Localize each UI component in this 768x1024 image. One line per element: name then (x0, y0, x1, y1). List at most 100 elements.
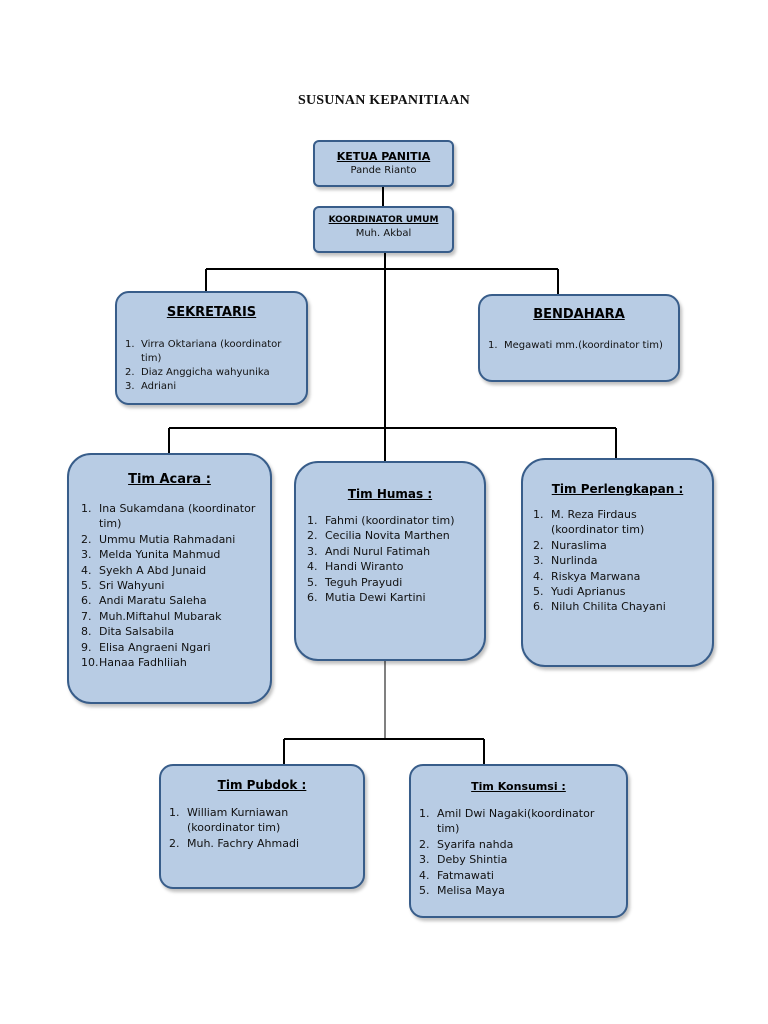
member-name: Fahmi (koordinator tim) (325, 514, 455, 527)
member-name: Ummu Mutia Rahmadani (99, 532, 236, 546)
tim-konsumsi-box: Tim Konsumsi : 1. Amil Dwi Nagaki(koordin… (409, 764, 628, 918)
member-number: 1. (488, 340, 498, 351)
member-name: Adriani (141, 381, 177, 392)
member-item: 6.Andi Maratu Saleha (81, 593, 264, 608)
member-item: 8. Dita Salsabila (81, 624, 264, 639)
tim-humas-heading: Tim Humas : (347, 487, 433, 501)
member-name: Sri Wahyuni (99, 579, 165, 593)
ketua-panitia-heading: KETUA PANITIA (336, 150, 431, 163)
member-item: 2.Syarifa nahda (419, 837, 620, 852)
member-item: 4. Riskya Marwana (533, 569, 706, 584)
tim-pubdok-heading: Tim Pubdok : (217, 778, 307, 792)
member-item: 7. Muh.Miftahul Mubarak (81, 609, 264, 624)
member-name: Muh. Fachry Ahmadi (187, 836, 300, 850)
sekretaris-heading: SEKRETARIS (166, 305, 257, 320)
member-number: 9. (81, 640, 92, 654)
member-item: 6.Niluh Chilita Chayani (533, 599, 706, 614)
member-name: Andi Nurul Fatimah (325, 544, 431, 558)
member-name: Melisa Maya (437, 884, 505, 898)
ketua-panitia-name: Pande Rianto (350, 165, 417, 176)
bendahara-heading: BENDAHARA (533, 307, 625, 322)
tim-perlengkapan-heading: Tim Perlengkapan : (551, 482, 684, 496)
koordinator-umum-box: KOORDINATOR UMUM Muh. Akbal (313, 206, 454, 253)
member-name: William Kurniawan (koordinator tim) (187, 806, 289, 835)
member-name: Diaz Anggicha wahyunika (141, 367, 270, 378)
bendahara-member-list: 1. Megawati mm.(koordinator tim) (488, 339, 672, 353)
page-title: SUSUNAN KEPANITIAAN (298, 93, 470, 108)
member-number: 5. (419, 884, 430, 898)
member-name: Riskya Marwana (551, 569, 641, 583)
member-name: Yudi Aprianus (551, 585, 626, 599)
member-number: 1. (81, 502, 92, 515)
member-item: 2. Ummu Mutia Rahmadani (81, 532, 264, 547)
member-number: 2. (533, 538, 544, 552)
tim-acara-heading: Tim Acara : (128, 472, 211, 487)
member-item: 2. Nuraslima (533, 538, 706, 553)
member-item: 4.Syekh A Abd Junaid (81, 563, 264, 578)
tim-konsumsi-member-list: 1. Amil Dwi Nagaki(koordinator tim) 2.Sya… (419, 806, 620, 898)
member-number: 3. (81, 548, 92, 562)
member-number: 4. (307, 560, 318, 574)
member-number: 5. (81, 579, 92, 593)
member-item: 5. Sri Wahyuni (81, 578, 264, 593)
member-item: 5. Yudi Aprianus (533, 584, 706, 599)
tim-acara-box: Tim Acara : 1.Ina Sukamdana (koordinator… (67, 453, 272, 704)
member-name: Muh.Miftahul Mubarak (99, 609, 222, 623)
member-name: Virra Oktariana (koordinator tim) (141, 339, 282, 364)
member-number: 8. (81, 625, 92, 639)
sekretaris-member-list: 1.Virra Oktariana (koordinator tim) 2. Di… (125, 338, 300, 394)
member-name: Syarifa nahda (437, 837, 514, 851)
member-number: 5. (533, 585, 544, 599)
tim-humas-box: Tim Humas : 1. Fahmi (koordinator tim) 2.… (294, 461, 486, 661)
tim-humas-member-list: 1. Fahmi (koordinator tim) 2. Cecilia Novi… (307, 513, 478, 605)
member-number: 10. (81, 656, 99, 670)
member-name: Nuraslima (551, 538, 607, 552)
member-name: Melda Yunita Mahmud (99, 548, 221, 562)
member-number: 6. (533, 600, 544, 614)
member-number: 3. (533, 554, 544, 568)
member-number: 1. (533, 508, 544, 521)
member-name: Megawati mm.(koordinator tim) (504, 340, 663, 351)
member-item: 2. Muh. Fachry Ahmadi (169, 836, 357, 851)
member-item: 1.M. Reza Firdaus (koordinator tim) (533, 507, 706, 538)
koordinator-umum-heading: KOORDINATOR UMUM (328, 215, 439, 225)
member-name: Handi Wiranto (325, 560, 404, 574)
member-number: 4. (533, 569, 544, 583)
member-item: 10.Hanaa Fadhliiah (81, 655, 264, 670)
member-number: 4. (81, 563, 92, 577)
member-number: 1. (419, 807, 430, 820)
member-name: Deby Shintia (437, 853, 508, 867)
member-number: 2. (169, 836, 180, 850)
tim-acara-member-list: 1.Ina Sukamdana (koordinator tim) 2.Ummu… (81, 501, 264, 670)
member-item: 4. Fatmawati (419, 868, 620, 883)
member-number: 2. (125, 367, 135, 378)
member-number: 6. (81, 594, 92, 608)
tim-konsumsi-heading: Tim Konsumsi : (471, 780, 566, 793)
tim-pubdok-member-list: 1. William Kurniawan (koordinator tim) 2.… (169, 805, 357, 851)
member-number: 7. (81, 609, 92, 623)
tim-pubdok-box: Tim Pubdok : 1. William Kurniawan (koordi… (159, 764, 365, 889)
member-number: 1. (169, 806, 180, 819)
member-number: 2. (81, 532, 92, 546)
member-item: 3. Melda Yunita Mahmud (81, 547, 264, 562)
member-item: 2. Cecilia Novita Marthen (307, 528, 478, 543)
member-number: 3. (419, 853, 430, 867)
member-item: 1.Virra Oktariana (koordinator tim) (125, 338, 300, 366)
member-number: 1. (307, 514, 318, 527)
bendahara-box: BENDAHARA 1. Megawati mm.(koordinator tim… (478, 294, 680, 382)
member-name: Cecilia Novita Marthen (325, 529, 450, 543)
member-name: Hanaa Fadhliiah (99, 656, 187, 670)
member-item: 3.Adriani (125, 380, 300, 394)
member-number: 6. (307, 591, 318, 605)
member-item: 9.Elisa Angraeni Ngari (81, 640, 264, 655)
member-name: Teguh Prayudi (325, 575, 403, 589)
member-name: Fatmawati (437, 868, 494, 882)
member-name: Dita Salsabila (99, 625, 175, 639)
member-number: 5. (307, 575, 318, 589)
member-name: Amil Dwi Nagaki(koordinator tim) (437, 807, 595, 836)
member-number: 4. (419, 868, 430, 882)
member-number: 2. (307, 529, 318, 543)
member-item: 5. Melisa Maya (419, 883, 620, 898)
ketua-panitia-box: KETUA PANITIA Pande Rianto (313, 140, 454, 187)
member-item: 4. Handi Wiranto (307, 559, 478, 574)
